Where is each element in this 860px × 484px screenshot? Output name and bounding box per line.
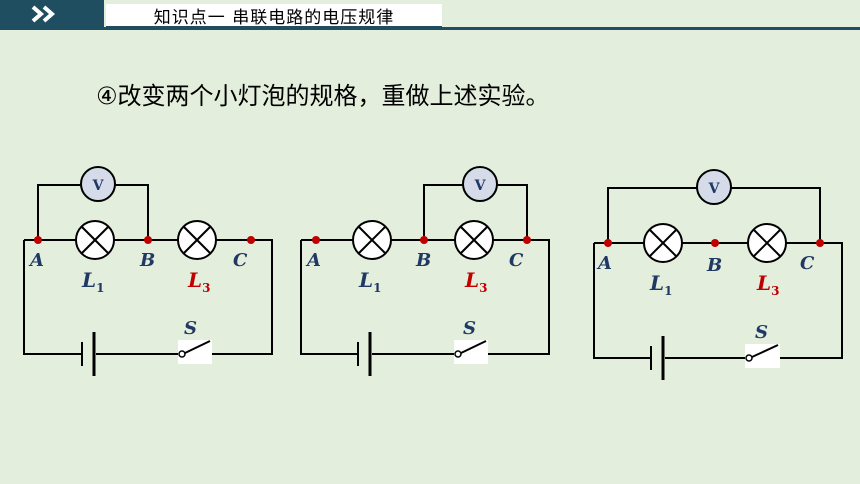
node-c [523,236,531,244]
lamp-l1 [75,220,115,260]
voltmeter-label: V [92,178,105,194]
header-bar: 知识点一 串联电路的电压规律 [0,0,860,30]
node-b [711,239,719,247]
node-c [816,239,824,247]
label-s: S [184,318,197,339]
label-b: B [139,250,155,271]
label-l3: L3 [464,268,487,295]
lamp-l3 [747,223,787,263]
voltmeter-label: V [474,178,487,194]
label-l1: L1 [649,271,672,298]
instruction-text: ④改变两个小灯泡的规格，重做上述实验。 [96,82,550,110]
voltmeter [696,169,732,205]
switch-lever [460,340,487,354]
switch-pivot [745,354,753,362]
node-a [34,236,42,244]
lamp-l3 [177,220,217,260]
label-c: C [233,250,248,271]
lamp-l1 [352,220,392,260]
label-b: B [706,255,722,276]
switch-lever [751,344,779,358]
switch-pivot [178,350,186,358]
node-b [144,236,152,244]
chevron-badge [0,0,104,28]
label-a: A [596,253,612,274]
circuit-1: V A B C L1 L3 S [23,166,273,376]
label-b: B [415,250,431,271]
label-l1: L1 [81,268,104,295]
switch-lever [184,340,211,354]
lamp-l3 [454,220,494,260]
header-underline [0,27,860,30]
double-chevron-icon [31,5,56,23]
label-c: C [509,250,524,271]
node-c [247,236,255,244]
label-s: S [463,318,476,339]
node-a [312,236,320,244]
label-l3: L3 [756,271,779,298]
node-a [604,239,612,247]
voltmeter [80,166,116,202]
circuit-2: V A B C L1 L3 S [300,166,550,376]
label-a: A [28,250,44,271]
lamp-l1 [643,223,683,263]
voltmeter [462,166,498,202]
circuit-3: V A B C L1 L3 S [593,169,843,380]
label-a: A [305,250,321,271]
node-b [420,236,428,244]
label-l3: L3 [187,268,210,295]
voltmeter-label: V [708,181,721,197]
switch-pivot [454,350,462,358]
label-l1: L1 [358,268,381,295]
label-s: S [755,322,768,343]
label-c: C [800,253,815,274]
